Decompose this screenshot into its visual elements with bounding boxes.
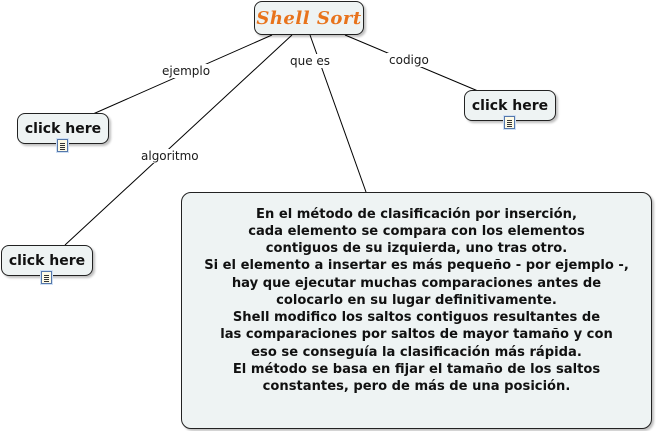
description-line: En el método de clasificación por inserc… bbox=[256, 206, 577, 222]
document-icon[interactable] bbox=[57, 139, 68, 152]
document-icon[interactable] bbox=[504, 116, 515, 129]
resource-node-ejemplo[interactable]: click here bbox=[17, 113, 109, 144]
line-algoritmo bbox=[64, 34, 293, 246]
description-line: Shell modifico los saltos contiguos resu… bbox=[232, 310, 601, 326]
description-line: constantes, pero de más de una posición. bbox=[262, 378, 571, 394]
resource-node-codigo[interactable]: click here bbox=[464, 90, 556, 121]
title-node[interactable]: Shell Sort bbox=[254, 1, 364, 35]
description-line: las comparaciones por saltos de mayor ta… bbox=[220, 327, 613, 343]
description-line: Si el elemento a insertar es más pequeño… bbox=[204, 258, 629, 274]
description-text: En el método de clasificación por inserc… bbox=[204, 206, 629, 395]
link-label-codigo: codigo bbox=[387, 53, 431, 67]
description-line: colocarlo en su lugar definitivamente. bbox=[276, 292, 557, 308]
description-line: contiguos de su izquierda, uno tras otro… bbox=[265, 241, 568, 257]
link-label-que-es: que es bbox=[288, 54, 333, 68]
description-line: El método se basa en fijar el tamaño de … bbox=[232, 361, 601, 377]
description-node[interactable]: En el método de clasificación por inserc… bbox=[181, 192, 652, 429]
description-line: cada elemento se compara con los element… bbox=[248, 224, 585, 240]
resource-label-algoritmo: click here bbox=[8, 252, 86, 269]
document-icon[interactable] bbox=[41, 271, 52, 284]
link-label-ejemplo: ejemplo bbox=[160, 64, 213, 78]
description-line: eso se conseguía la clasificación más rá… bbox=[251, 344, 582, 360]
title-text: Shell Sort bbox=[256, 7, 362, 29]
description-line: hay que ejecutar muchas comparaciones an… bbox=[231, 275, 602, 291]
link-label-algoritmo: algoritmo bbox=[139, 149, 201, 163]
resource-label-codigo: click here bbox=[471, 97, 549, 114]
resource-label-ejemplo: click here bbox=[24, 120, 102, 137]
